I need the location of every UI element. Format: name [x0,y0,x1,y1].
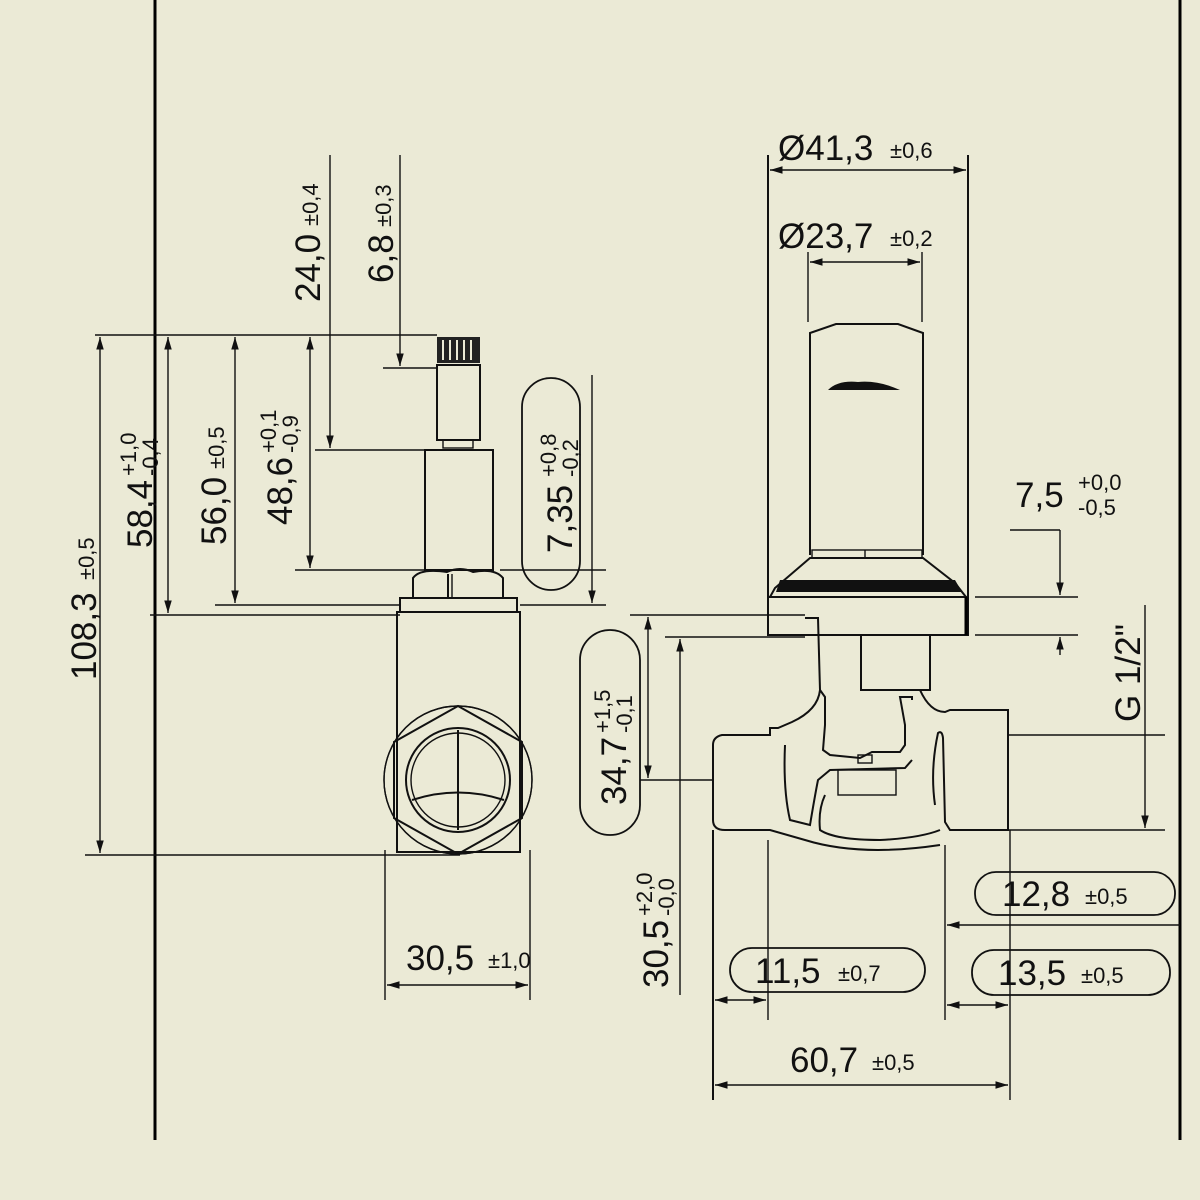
dim-value: 34,7 [595,737,634,805]
dim-h-24-0: 24,0 ±0,4 [289,183,328,302]
dim-value: 108,3 [65,592,104,680]
dim-tolerance-upper: +0,8 [536,434,561,477]
dim-tolerance-lower: -0,2 [558,439,583,477]
stem [436,364,481,441]
dim-value: 30,5 [637,920,676,988]
dim-tolerance: ±0,3 [371,184,396,227]
dim-tolerance-upper: +1,0 [116,433,141,476]
solenoid-coil [809,323,924,555]
dim-h-108-3: 108,3 ±0,5 [65,537,104,680]
dim-tolerance: ±0,2 [890,226,933,251]
dim-tolerance: ±1,0 [488,948,531,973]
dim-value: 6,8 [362,234,401,283]
dim-value: 30,5 [406,939,474,978]
dim-tolerance-lower: -0,0 [654,878,679,916]
dim-value: 48,6 [261,457,300,525]
dim-w-30-5: 30,5 ±1,0 [406,939,531,978]
dim-h-7-5: 7,5 +0,0 -0,5 [1015,470,1121,520]
dim-tolerance-upper: +0,0 [1078,470,1121,495]
dim-tolerance-upper: +2,0 [632,873,657,916]
dim-value: G 1/2" [1109,624,1148,722]
dim-value: 24,0 [289,234,328,302]
dim-tolerance-upper: +0,1 [256,410,281,453]
valve-block [396,611,521,853]
brand-logo [828,381,900,390]
label-box-12-8 [974,871,1176,916]
side-view [383,337,533,856]
dim-dia-inner: Ø23,7 ±0,2 [778,217,933,256]
side-view-dimension-lines [85,155,606,1000]
dim-h-56-0: 56,0 ±0,5 [195,426,234,545]
flange [399,597,518,613]
coil-base [767,596,969,636]
dim-tolerance-lower: -0,1 [612,695,637,733]
label-box-34-7 [579,629,641,836]
dim-tolerance: ±0,5 [1085,884,1128,909]
dim-value: 13,5 [998,954,1066,993]
dim-value: 58,4 [121,480,160,548]
dim-w-12-8: 12,8 ±0,5 [1002,875,1128,914]
dim-tolerance: ±0,5 [74,537,99,580]
dim-h-58-4: 58,4 +1,0 -0,4 [116,433,163,548]
dim-value: 60,7 [790,1041,858,1080]
dim-h-34-7: 34,7 +1,5 -0,1 [590,690,637,805]
knurled-cap [437,337,480,363]
dim-tolerance: ±0,4 [298,183,323,226]
dim-h-48-6: 48,6 +0,1 -0,9 [256,410,303,525]
dim-tolerance-upper: +1,5 [590,690,615,733]
valve-body-right [919,689,1009,831]
dim-value: 56,0 [195,477,234,545]
label-box-11-5 [729,947,926,993]
dim-tolerance: ±0,5 [1081,963,1124,988]
valve-seat [819,689,913,760]
label-box-13-5 [971,949,1171,996]
dim-value: Ø23,7 [778,217,873,256]
dim-tolerance: ±0,5 [872,1050,915,1075]
armature-tube [860,635,931,691]
dim-value: 7,35 [541,485,580,553]
dim-value: 11,5 [755,952,821,991]
dim-value: Ø41,3 [778,129,873,168]
dim-w-11-5: 11,5 ±0,7 [755,952,881,991]
dim-h-30-5: 30,5 +2,0 -0,0 [632,873,679,988]
dim-value: 12,8 [1002,875,1070,914]
dim-h-7-35: 7,35 +0,8 -0,2 [536,434,583,553]
label-box-7-35 [521,377,581,591]
dim-value: 7,5 [1015,476,1064,515]
dim-tolerance: ±0,7 [838,961,881,986]
valve-body-left [712,617,941,851]
front-view-dimension-lines [630,166,1180,1089]
valve-inner-channel [783,744,913,827]
dim-tolerance-lower: -0,4 [138,438,163,476]
dim-tolerance-lower: -0,5 [1078,495,1116,520]
dim-thread: G 1/2" [1109,624,1148,722]
dim-tolerance: ±0,5 [204,426,229,469]
hex-nut [412,568,504,599]
dim-tolerance-lower: -0,9 [278,415,303,453]
dim-w-60-7: 60,7 ±0,5 [790,1041,915,1080]
dim-dia-outer: Ø41,3 ±0,6 [778,129,933,168]
front-view [712,155,1011,1100]
coil-sleeve [424,449,494,571]
dim-w-13-5: 13,5 ±0,5 [998,954,1124,993]
dim-h-6-8: 6,8 ±0,3 [362,184,401,283]
dim-tolerance: ±0,6 [890,138,933,163]
